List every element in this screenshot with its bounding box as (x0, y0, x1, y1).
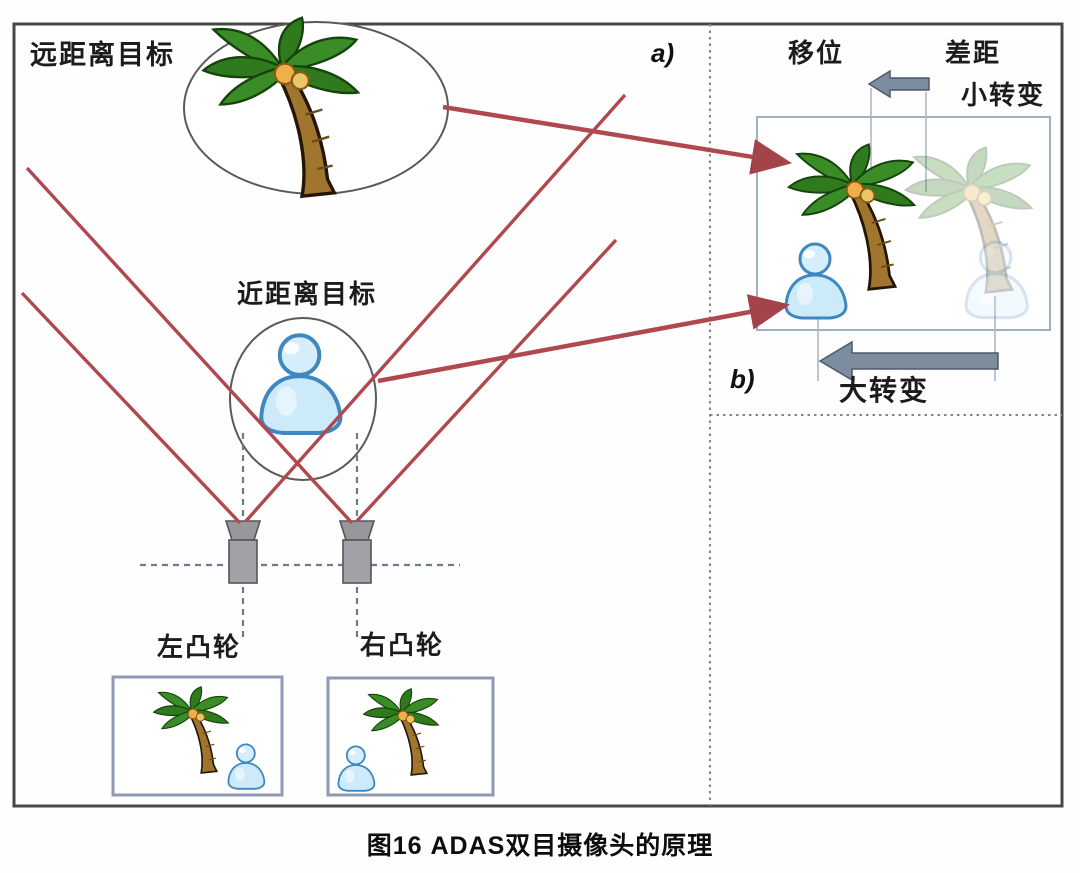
right-camera-view (326, 676, 495, 797)
small-shift-arrow-icon (867, 69, 930, 99)
far-target-label: 远距离目标 (30, 40, 175, 70)
small-change-label: 小转变 (961, 80, 1046, 110)
panel-a-label: a) (651, 38, 675, 68)
figure-caption: 图16 ADAS双目摄像头的原理 (366, 832, 714, 860)
big-shift-arrow-icon (818, 340, 999, 382)
left-camera-icon (225, 520, 261, 584)
far-target-arrow (442, 104, 792, 175)
disparity-label: 差距 (945, 38, 1002, 68)
left-camera-view (111, 675, 284, 797)
near-target-arrow (377, 294, 790, 384)
big-change-label: 大转变 (839, 375, 930, 406)
left-camera-label: 左凸轮 (157, 632, 242, 662)
shift-label: 移位 (788, 38, 845, 68)
projection-arrows (377, 104, 792, 384)
near-target-ellipse (229, 317, 377, 481)
right-camera-label: 右凸轮 (360, 630, 445, 660)
near-target-label: 近距离目标 (237, 279, 378, 309)
sight-lines (20, 93, 627, 525)
right-camera-icon (339, 520, 375, 584)
panel-b-label: b) (730, 364, 755, 394)
